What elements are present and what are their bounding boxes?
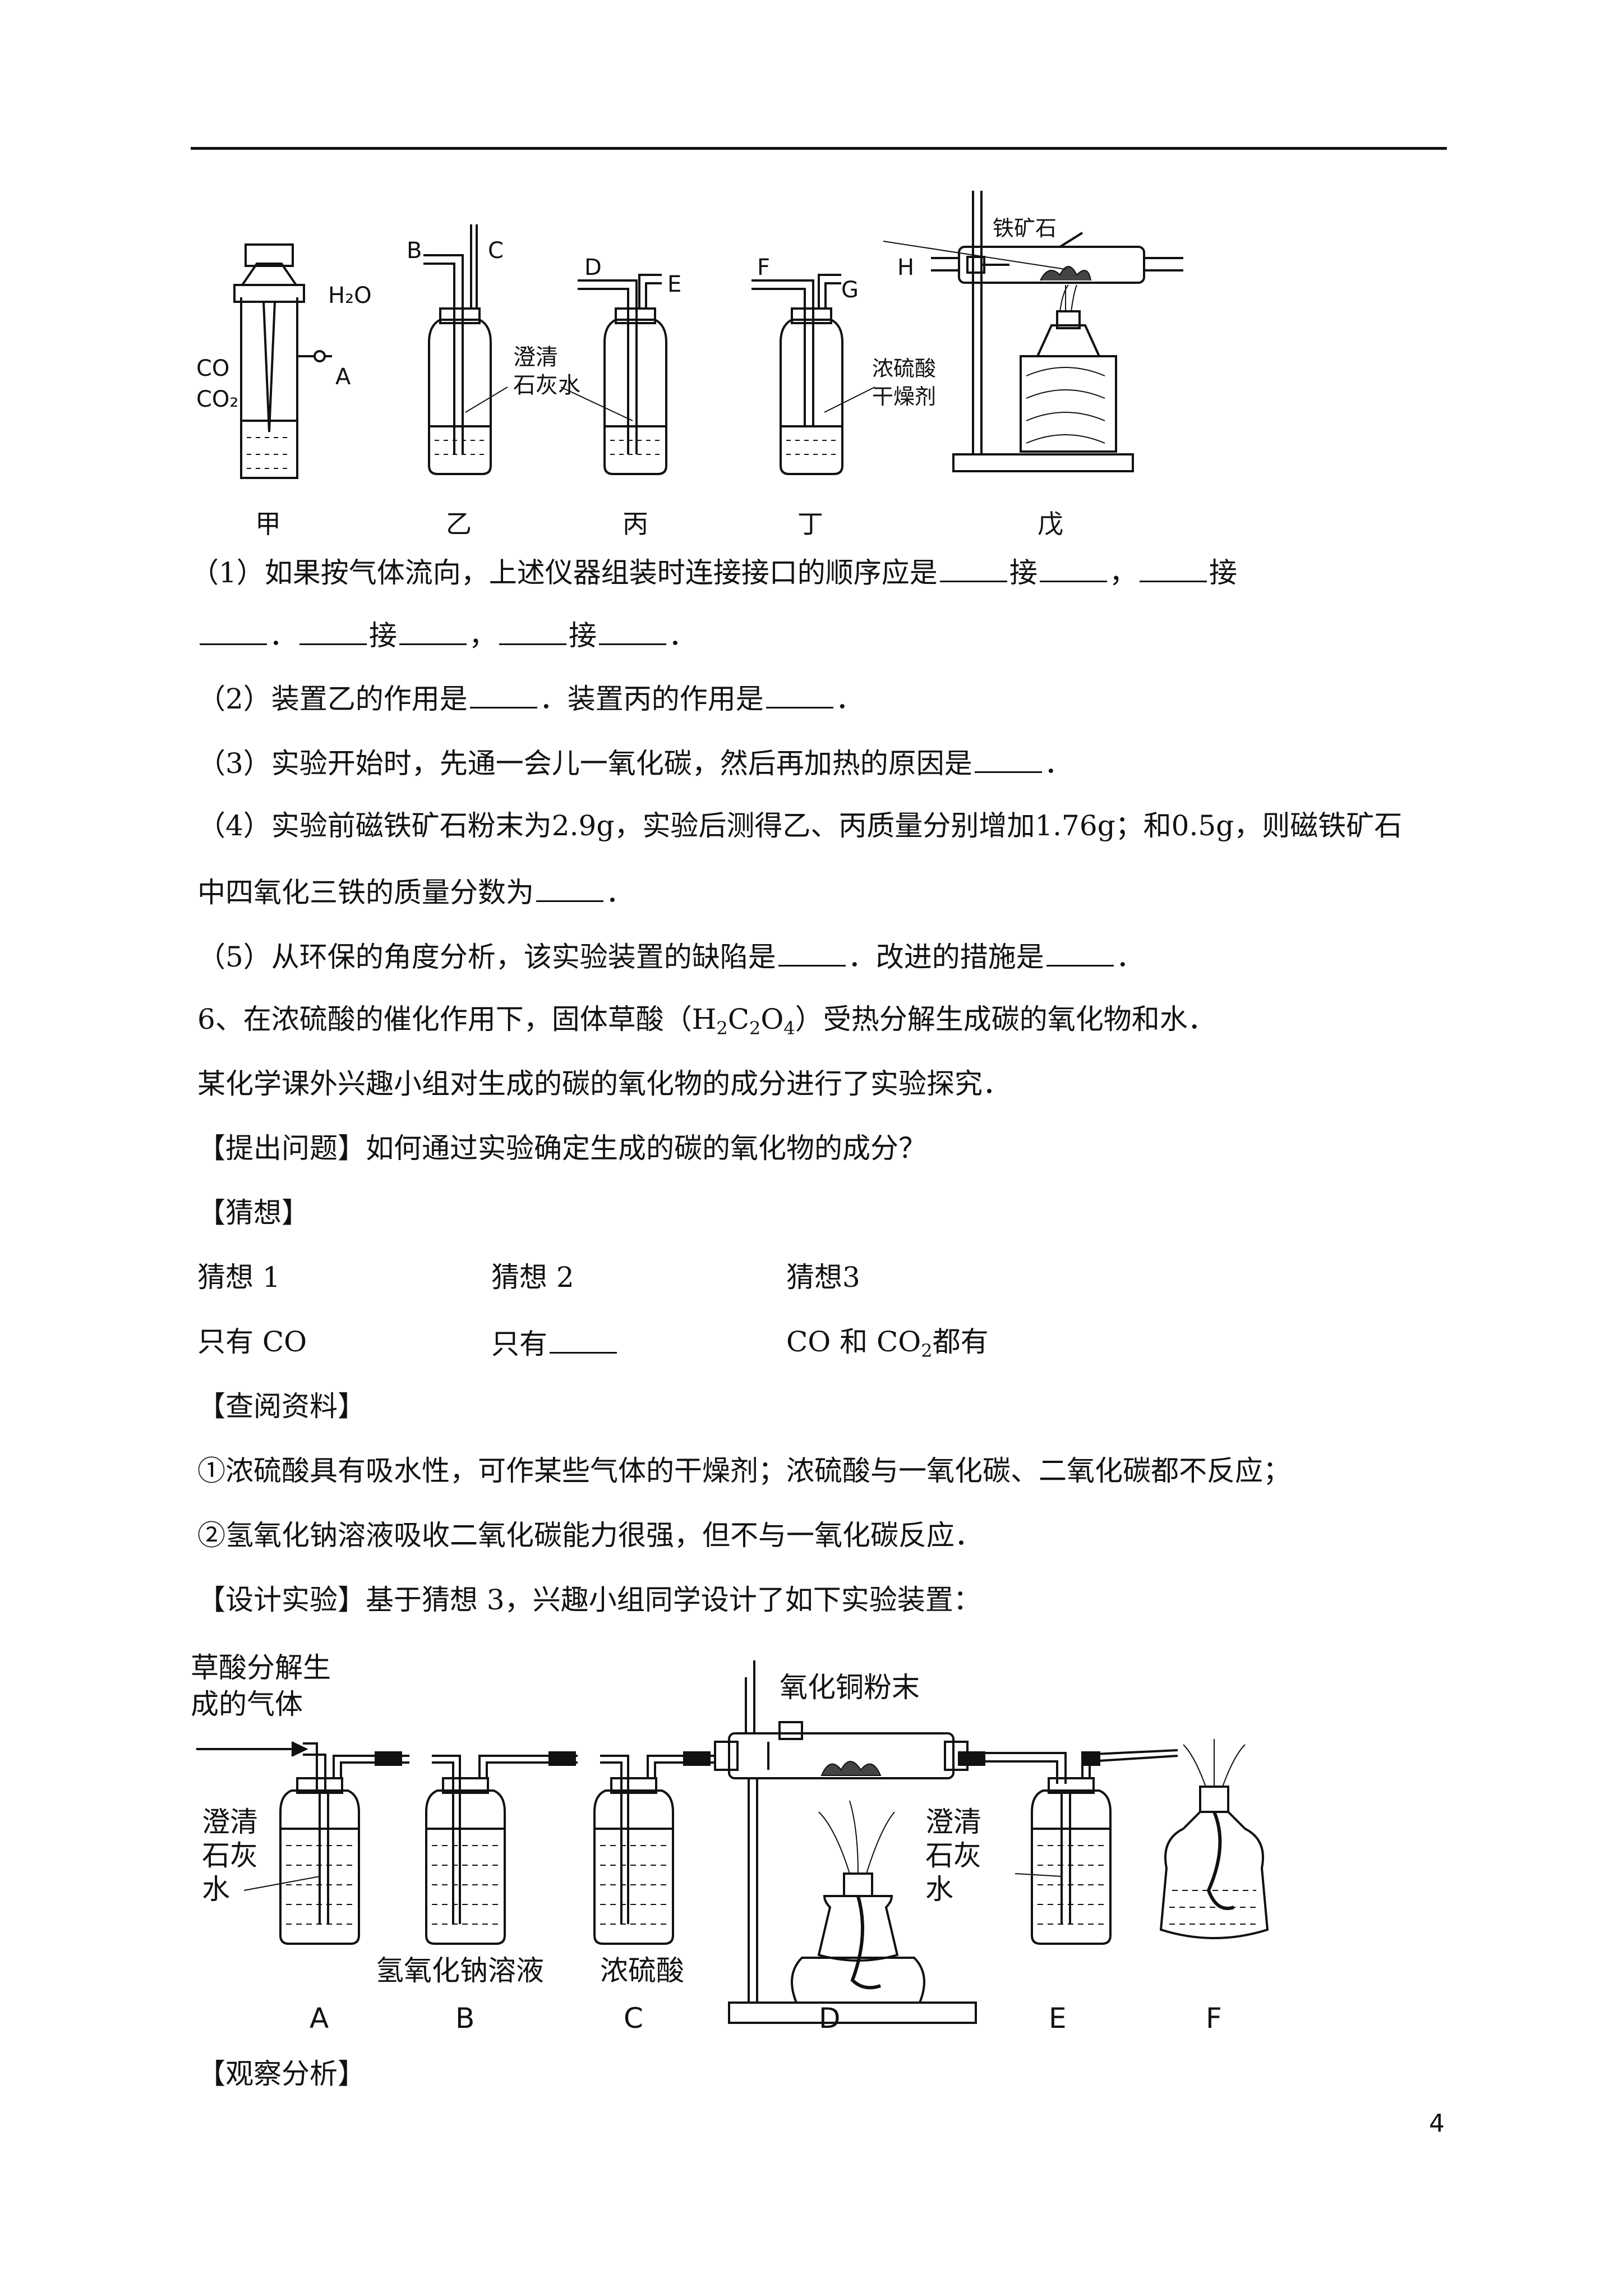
apparatus-jia bbox=[233, 243, 332, 479]
q4-line2: 中四氧化三铁的质量分数为． bbox=[197, 872, 634, 910]
p6-guess-head: 【猜想】 bbox=[197, 1197, 310, 1229]
caption-wu: 戊 bbox=[1038, 509, 1063, 539]
p6-ref1: ①浓硫酸具有吸水性，可作某些气体的干燥剂；浓硫酸与一氧化碳、二氧化碳都不反应； bbox=[197, 1455, 1291, 1487]
label-naoh: 氢氧化钠溶液 bbox=[376, 1954, 544, 1987]
q2: （2）装置乙的作用是．装置丙的作用是． bbox=[197, 679, 864, 717]
label-acid-2: 干燥剂 bbox=[872, 384, 936, 409]
p6-design: 【设计实验】基于猜想 3，兴趣小组同学设计了如下实验装置： bbox=[197, 1584, 981, 1616]
label-co: CO bbox=[196, 356, 229, 381]
label-lime-e-3: 水 bbox=[925, 1873, 953, 1906]
label-limewater-2: 石灰水 bbox=[513, 372, 580, 398]
caption-jia: 甲 bbox=[255, 509, 281, 539]
caption-c: C bbox=[624, 2002, 643, 2035]
caption-d: D bbox=[819, 2002, 841, 2035]
apparatus-figure-1: H₂O CO CO₂ A B C D E F G H 澄清 石灰水 浓硫酸 干燥… bbox=[185, 191, 1195, 550]
answer-blank[interactable] bbox=[299, 615, 367, 645]
label-lime-e-2: 石灰 bbox=[925, 1839, 981, 1872]
port-d: D bbox=[584, 255, 602, 280]
apparatus-yi bbox=[423, 224, 492, 475]
caption-f: F bbox=[1206, 2002, 1222, 2035]
caption-b: B bbox=[455, 2002, 474, 2035]
q5: （5）从环保的角度分析，该实验装置的缺陷是．改进的措施是． bbox=[197, 937, 1144, 975]
bottle-a bbox=[279, 1755, 409, 1945]
answer-blank[interactable] bbox=[1046, 937, 1114, 967]
q4-line1: （4）实验前磁铁矿石粉末为2.9g，实验后测得乙、丙质量分别增加1.76g；和0… bbox=[197, 809, 1403, 842]
label-h2so4: 浓硫酸 bbox=[600, 1954, 684, 1987]
caption-e: E bbox=[1049, 2002, 1067, 2035]
label-co2: CO₂ bbox=[196, 386, 238, 412]
page-number: 4 bbox=[1429, 2109, 1445, 2138]
answer-blank[interactable] bbox=[469, 679, 537, 708]
header-rule bbox=[191, 147, 1447, 150]
q1-line2: ．接，接． bbox=[197, 615, 697, 654]
bottle-e bbox=[1031, 1749, 1178, 1945]
guess-3-label: 猜想3 bbox=[786, 1261, 860, 1294]
answer-blank[interactable] bbox=[1039, 553, 1107, 582]
port-e: E bbox=[667, 272, 681, 297]
port-f: F bbox=[757, 255, 770, 280]
bottle-c bbox=[593, 1755, 715, 1945]
answer-blank[interactable] bbox=[778, 937, 846, 967]
p6-question: 【提出问题】如何通过实验确定生成的碳的氧化物的成分？ bbox=[197, 1132, 926, 1165]
apparatus-wu bbox=[931, 191, 1183, 472]
caption-bing: 丙 bbox=[623, 509, 648, 539]
p6-ref-head: 【查阅资料】 bbox=[197, 1390, 366, 1423]
port-b: B bbox=[407, 238, 422, 264]
port-g: G bbox=[841, 277, 859, 303]
answer-blank[interactable] bbox=[399, 615, 467, 645]
p6-ref2: ②氢氧化钠溶液吸收二氧化碳能力很强，但不与一氧化碳反应． bbox=[197, 1519, 983, 1552]
apparatus-ding bbox=[751, 274, 843, 475]
lamp-f bbox=[1159, 1739, 1269, 1939]
guess-3-value: CO 和 CO2都有 bbox=[786, 1326, 989, 1361]
guess-1-value: 只有 CO bbox=[197, 1326, 307, 1358]
guess-2-value: 只有 bbox=[491, 1324, 619, 1362]
port-a: A bbox=[335, 364, 351, 390]
apparatus-d bbox=[714, 1660, 977, 2024]
answer-blank[interactable] bbox=[974, 743, 1042, 773]
caption-yi: 乙 bbox=[446, 509, 472, 539]
q1-line1: （1）如果按气体流向，上述仪器组装时连接接口的顺序应是接，接 bbox=[191, 553, 1237, 591]
apparatus-bing bbox=[578, 274, 667, 475]
q3: （3）实验开始时，先通一会儿一氧化碳，然后再加热的原因是． bbox=[197, 743, 1072, 781]
port-h: H bbox=[897, 255, 914, 280]
label-gas-2: 成的气体 bbox=[191, 1688, 303, 1720]
answer-blank[interactable] bbox=[1139, 553, 1207, 582]
label-acid-1: 浓硫酸 bbox=[872, 356, 936, 381]
answer-blank[interactable] bbox=[200, 615, 267, 645]
label-ore: 铁矿石 bbox=[993, 216, 1057, 241]
caption-a: A bbox=[310, 2002, 329, 2035]
p6-observe: 【观察分析】 bbox=[197, 2058, 366, 2090]
answer-blank[interactable] bbox=[599, 615, 666, 645]
answer-blank[interactable] bbox=[939, 553, 1007, 582]
label-lime-a-3: 水 bbox=[202, 1873, 230, 1906]
p6-intro2: 某化学课外兴趣小组对生成的碳的氧化物的成分进行了实验探究． bbox=[197, 1068, 1011, 1100]
answer-blank[interactable] bbox=[499, 615, 566, 645]
answer-blank[interactable] bbox=[536, 872, 603, 902]
answer-blank[interactable] bbox=[550, 1324, 617, 1354]
label-h2o: H₂O bbox=[328, 283, 372, 309]
port-c: C bbox=[488, 238, 504, 264]
label-limewater-1: 澄清 bbox=[513, 344, 558, 370]
apparatus-figure-2: 草酸分解生 成的气体 氧化铜粉末 澄清 石灰 水 氢氧化钠溶液 浓硫酸 澄清 石… bbox=[191, 1644, 1301, 2042]
answer-blank[interactable] bbox=[766, 679, 833, 708]
p6-intro: 6、在浓硫酸的催化作用下，固体草酸（H2C2O4）受热分解生成碳的氧化物和水． bbox=[197, 1003, 1216, 1039]
guess-2-label: 猜想 2 bbox=[491, 1261, 574, 1294]
bottle-b bbox=[425, 1755, 578, 1945]
caption-ding: 丁 bbox=[797, 509, 823, 539]
label-lime-a-1: 澄清 bbox=[202, 1806, 258, 1838]
label-lime-a-2: 石灰 bbox=[202, 1839, 258, 1872]
label-cuo: 氧化铜粉末 bbox=[780, 1671, 920, 1704]
label-lime-e-1: 澄清 bbox=[925, 1806, 981, 1838]
label-gas-1: 草酸分解生 bbox=[191, 1651, 331, 1684]
guess-1-label: 猜想 1 bbox=[197, 1261, 280, 1294]
